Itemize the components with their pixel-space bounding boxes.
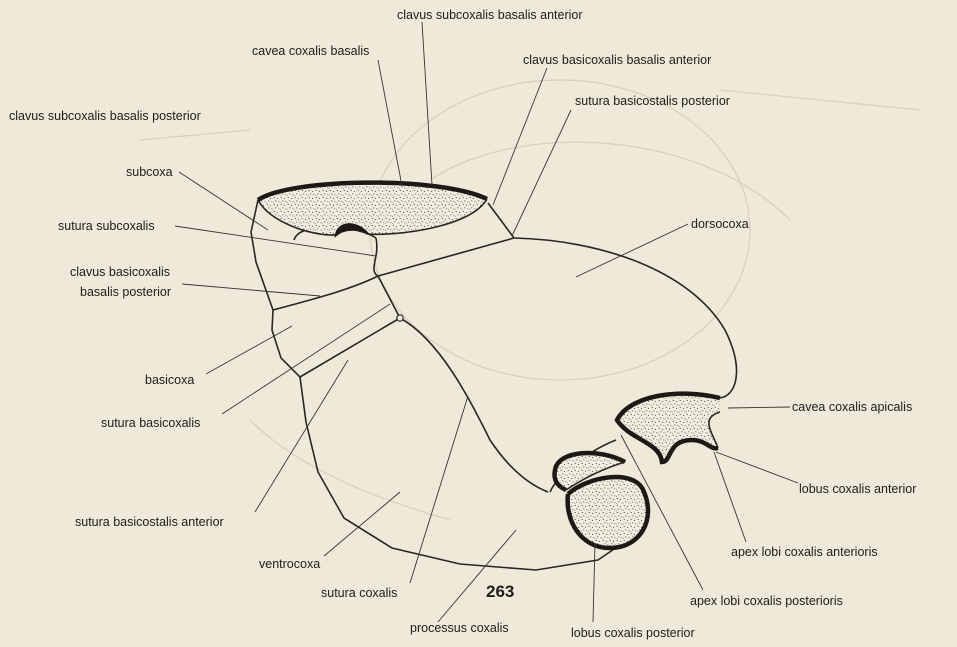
cavea-basalis (258, 183, 487, 235)
label-clavus-basicoxalis-line1: clavus basicoxalis (70, 265, 170, 279)
label-apex-lobi-coxalis-posterioris: apex lobi coxalis posterioris (690, 594, 843, 608)
label-subcoxa: subcoxa (126, 165, 173, 179)
labels: clavus subcoxalis basalis anterior cavea… (9, 8, 916, 640)
label-processus-coxalis: processus coxalis (410, 621, 509, 635)
label-clavus-subcoxalis-basalis-posterior: clavus subcoxalis basalis posterior (9, 109, 201, 123)
label-clavus-basicoxalis-line2: basalis posterior (80, 285, 171, 299)
label-cavea-coxalis-apicalis: cavea coxalis apicalis (792, 400, 912, 414)
label-sutura-coxalis: sutura coxalis (321, 586, 397, 600)
coxa-outline (251, 200, 736, 570)
label-dorsocoxa: dorsocoxa (691, 217, 749, 231)
label-sutura-basicostalis-posterior: sutura basicostalis posterior (575, 94, 730, 108)
label-sutura-basicostalis-anterior: sutura basicostalis anterior (75, 515, 224, 529)
label-lobus-coxalis-anterior: lobus coxalis anterior (799, 482, 916, 496)
paper-show-through (140, 80, 920, 520)
label-lobus-coxalis-posterior: lobus coxalis posterior (571, 626, 695, 640)
lobus-posterior (554, 453, 648, 548)
leader-lines (175, 22, 798, 622)
figure-number: 263 (486, 582, 514, 601)
cavea-apicalis (617, 394, 720, 462)
label-clavus-basicoxalis-basalis-anterior: clavus basicoxalis basalis anterior (523, 53, 711, 67)
label-apex-lobi-coxalis-anterioris: apex lobi coxalis anterioris (731, 545, 878, 559)
label-sutura-basicoxalis: sutura basicoxalis (101, 416, 200, 430)
label-cavea-coxalis-basalis: cavea coxalis basalis (252, 44, 369, 58)
label-ventrocoxa: ventrocoxa (259, 557, 320, 571)
label-basicoxa: basicoxa (145, 373, 194, 387)
label-clavus-subcoxalis-basalis-anterior: clavus subcoxalis basalis anterior (397, 8, 583, 22)
label-sutura-subcoxalis: sutura subcoxalis (58, 219, 155, 233)
